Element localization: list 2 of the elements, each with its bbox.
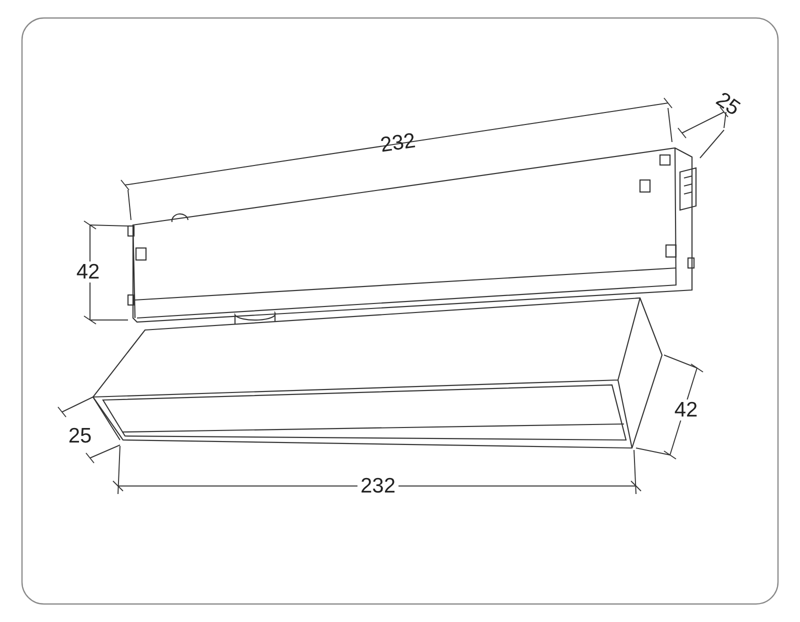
dimension-label: 25	[710, 86, 746, 122]
dimension-label: 232	[378, 130, 418, 156]
